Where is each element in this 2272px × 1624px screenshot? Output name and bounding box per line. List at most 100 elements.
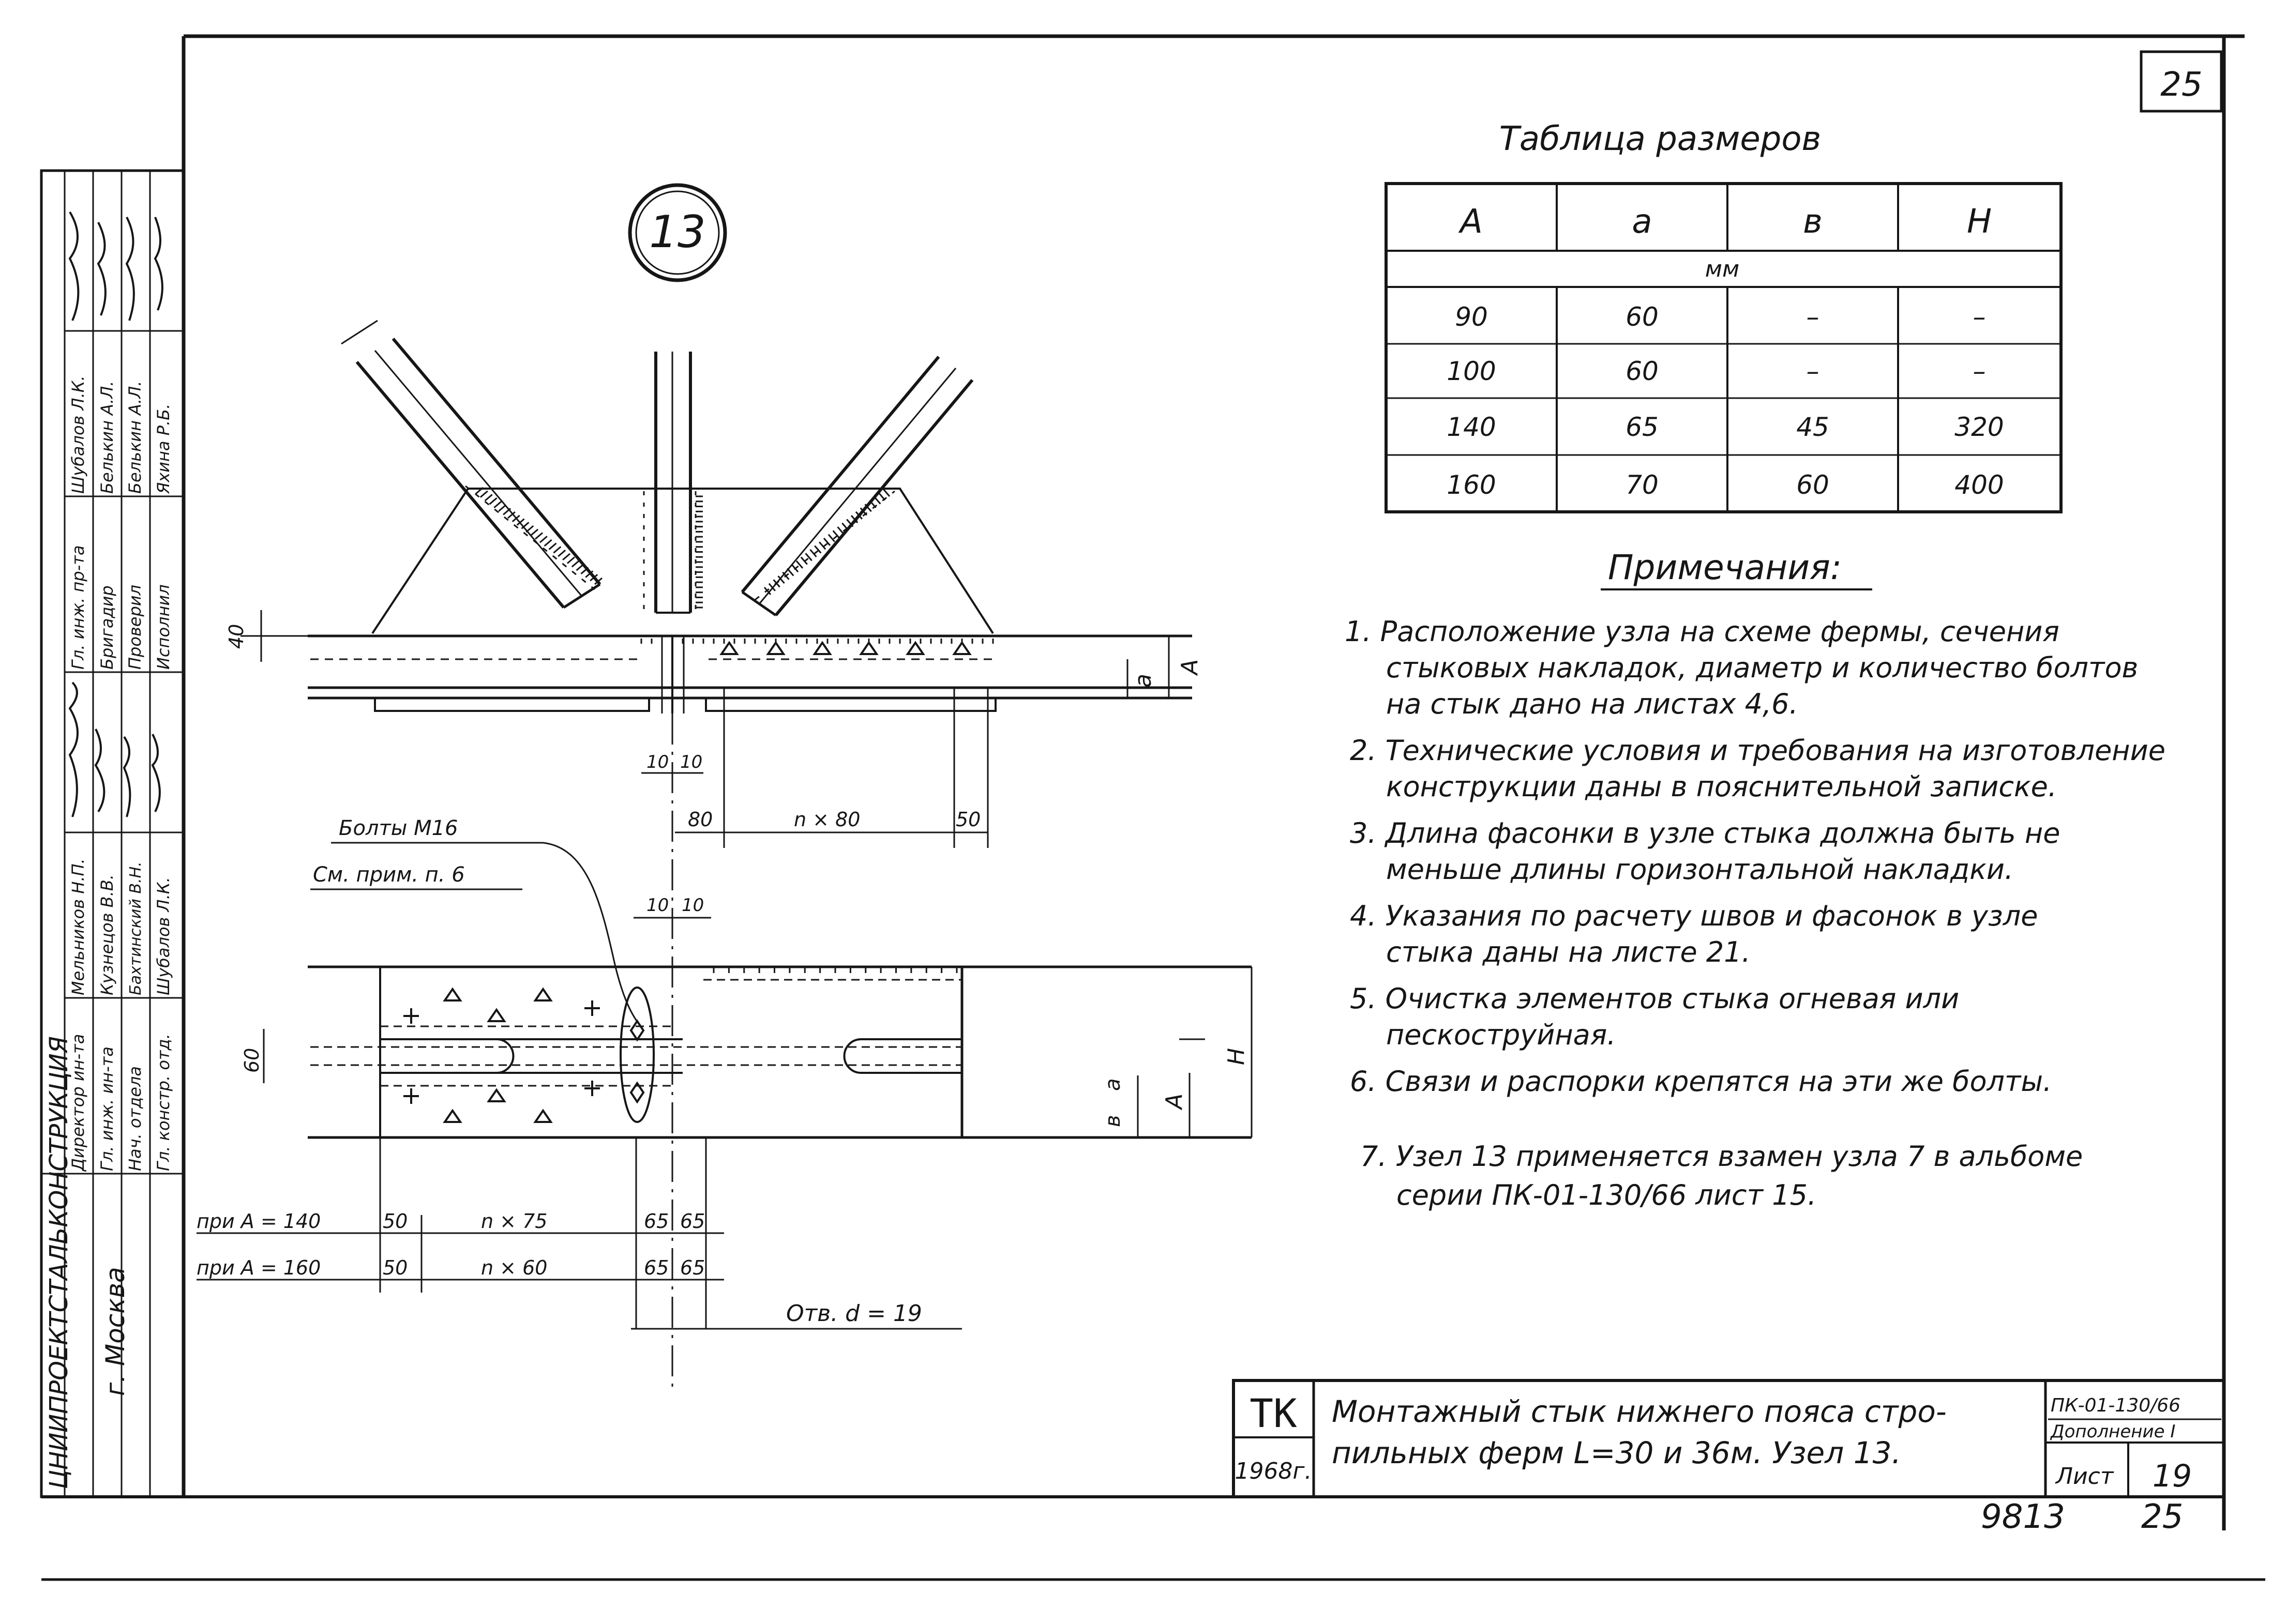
note-line: на стык дано на листах 4,6. — [1386, 688, 1798, 720]
node-number: 13 — [649, 206, 705, 258]
weld-tick — [768, 583, 776, 591]
weld-tick — [763, 587, 772, 595]
weld-tick — [503, 508, 511, 515]
row1-50: 50 — [383, 1210, 408, 1233]
dim-80: 80 — [688, 808, 713, 831]
weld-tick — [484, 494, 493, 502]
row2-n: n × 60 — [481, 1256, 547, 1279]
note-line: 2. Технические условия и требования на и… — [1350, 734, 2165, 767]
stamp-name: Бахтинский В.Н. — [127, 861, 145, 995]
stamp-name: Белькин А.Л. — [125, 381, 145, 494]
weld-tick — [777, 575, 785, 584]
stamp-name: Шубалов Л.К. — [68, 375, 88, 494]
table-header: H — [1967, 203, 1992, 241]
stamp-role: Нач. отдела — [125, 1066, 145, 1171]
weld-tick — [855, 511, 863, 520]
table-cell: – — [1807, 302, 1819, 332]
weld-tick — [585, 570, 594, 578]
weld-tick — [590, 574, 598, 582]
weld-tick — [841, 522, 849, 531]
elevation-dimensions: 40 a A 10 10 80 n × 80 50 — [225, 610, 1203, 848]
table-cell: 320 — [1954, 412, 2004, 442]
stamp-org: ЦНИИПРОЕКТСТАЛЬКОНСТРУКЦИЯ — [44, 1036, 73, 1489]
table-cell: – — [1973, 356, 1986, 386]
note-line: серии ПК-01-130/66 лист 15. — [1396, 1179, 1816, 1211]
row1-label: при A = 140 — [197, 1210, 321, 1233]
weld-tick — [809, 549, 817, 557]
row1-65b: 65 — [680, 1210, 705, 1233]
weld-tick — [479, 490, 488, 498]
title-code: ТК — [1250, 1390, 1297, 1436]
table-cell: 65 — [1626, 412, 1659, 442]
weld-tick — [580, 567, 589, 574]
title-block: ТК 1968г. Монтажный стык нижнего пояса с… — [1232, 1379, 2225, 1498]
dim-b: в — [1101, 1115, 1125, 1127]
weld-tick — [823, 538, 831, 546]
row2-label: при A = 160 — [197, 1256, 321, 1279]
note-line: меньше длины горизонтальной накладки. — [1386, 853, 2013, 886]
notes: Примечания: 1. Расположение узла на схем… — [1345, 548, 2165, 1211]
weld-tick — [498, 504, 507, 512]
bolt-crosses — [403, 1000, 600, 1104]
table-cell: 70 — [1626, 470, 1659, 500]
weld-tick — [882, 489, 891, 497]
vertical-post — [643, 352, 697, 614]
table-cell: – — [1807, 356, 1819, 386]
table-cell: 90 — [1455, 302, 1488, 332]
table-cell: 60 — [1796, 470, 1829, 500]
dim-60: 60 — [240, 1048, 263, 1073]
weld-tick — [795, 560, 804, 569]
weld-tick — [576, 563, 584, 571]
table-cell: 160 — [1447, 470, 1496, 500]
table-cell: 60 — [1626, 356, 1659, 386]
dim-A-top: A — [1177, 659, 1203, 676]
signatures — [68, 211, 163, 817]
dim-10: 10 — [646, 752, 669, 772]
table-header: a — [1632, 203, 1652, 241]
stamp-name: Яхина Р.Б. — [154, 404, 173, 494]
title-year: 1968г. — [1235, 1458, 1312, 1484]
node-circle: 13 — [628, 183, 727, 282]
weld-tick — [507, 511, 516, 519]
left-diagonal — [341, 320, 601, 609]
table-cell: 400 — [1954, 470, 2004, 500]
title-line1: Монтажный стык нижнего пояса стро- — [1332, 1394, 1947, 1429]
notes-title: Примечания: — [1608, 548, 1842, 587]
dim-a-plan: a — [1101, 1078, 1125, 1091]
weld-tick — [782, 571, 790, 580]
weld-tick — [860, 507, 867, 516]
weld-tick — [530, 528, 539, 536]
stamp-role: Гл. констр. отд. — [154, 1034, 173, 1171]
stamp-name: Мельников Н.П. — [68, 858, 88, 995]
note-line: 5. Очистка элементов стыка огневая или — [1350, 982, 1959, 1015]
table-cell: 60 — [1626, 302, 1659, 332]
table-header: A — [1458, 203, 1483, 241]
note-line: конструкции даны в пояснительной записке… — [1386, 770, 2057, 803]
dim-50-top: 50 — [956, 808, 981, 831]
weld-tick — [489, 497, 498, 505]
row2-65b: 65 — [680, 1256, 705, 1279]
row2-50: 50 — [383, 1256, 408, 1279]
note-line: пескоструйная. — [1386, 1019, 1616, 1051]
stamp-role: Гл. инж. ин-та — [97, 1046, 117, 1171]
weld-tick — [558, 550, 566, 557]
bottom-dimensions: при A = 140 50 n × 75 65 65 при A = 160 … — [197, 1137, 962, 1330]
row2-65a: 65 — [644, 1256, 669, 1279]
footer-page: 25 — [2141, 1498, 2183, 1536]
note-line: 4. Указания по расчету швов и фасонок в … — [1350, 900, 2038, 932]
note-line: 3. Длина фасонки в узле стыка должна быт… — [1350, 817, 2060, 849]
weld-tick — [521, 522, 530, 529]
sheet-frame — [40, 34, 2265, 1581]
hole-label: Отв. d = 19 — [786, 1300, 922, 1327]
title-series: ПК-01-130/66 — [2051, 1395, 2180, 1416]
weld-tick — [773, 579, 780, 588]
dim-10: 10 — [646, 895, 669, 916]
stamp-role: Гл. инж. пр-та — [68, 545, 88, 670]
table-header: в — [1803, 203, 1823, 241]
sheet-number: 19 — [2153, 1458, 2192, 1494]
weld-tick — [837, 526, 845, 535]
weld-tick — [562, 553, 571, 561]
size-table: Таблица размеров A a в H мм 90 60 – – 10… — [1385, 120, 2063, 513]
weld-tick — [535, 532, 543, 540]
